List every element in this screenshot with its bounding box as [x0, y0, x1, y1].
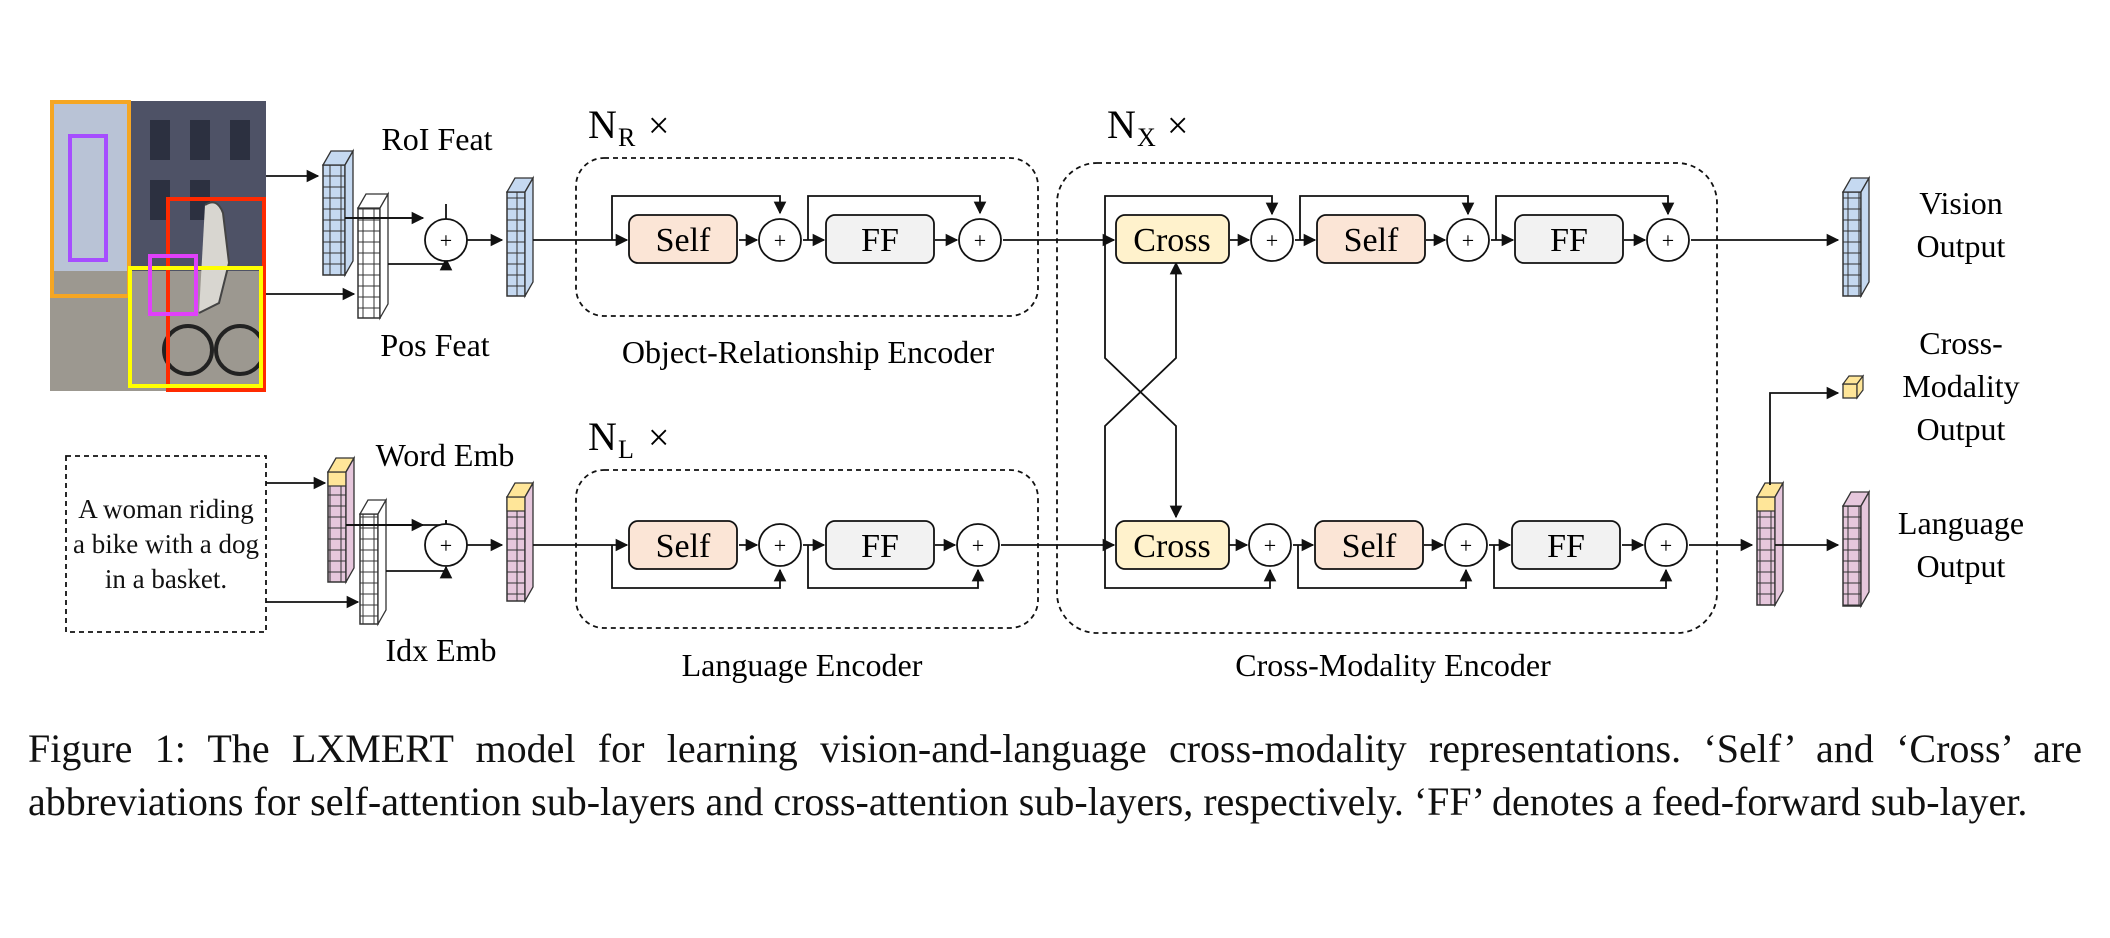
idx-emb-label: Idx Emb — [385, 632, 496, 668]
svg-text:+: + — [974, 228, 986, 253]
idx-emb-stack — [358, 497, 388, 627]
svg-text:Self: Self — [1342, 528, 1397, 565]
input-sentence: A woman riding a bike with a dog in a ba… — [73, 493, 259, 594]
svg-text:×: × — [648, 105, 669, 147]
xbot-cross-box: Cross — [1115, 520, 1230, 570]
input-image — [50, 100, 266, 392]
nx-repeat-label: N X × — [1107, 102, 1188, 152]
svg-text:FF: FF — [861, 222, 899, 259]
svg-text:N: N — [588, 414, 617, 459]
svg-text:N: N — [588, 102, 617, 147]
svg-text:X: X — [1137, 123, 1156, 152]
lxmert-diagram: + + Self + FF + Self + FF + Cross — [50, 100, 2024, 683]
svg-text:Self: Self — [656, 528, 711, 565]
object-encoder-label: Object-Relationship Encoder — [622, 334, 995, 370]
svg-text:+: + — [1660, 533, 1672, 558]
svg-text:Vision: Vision — [1919, 185, 2002, 221]
pos-feature-stack — [356, 191, 390, 321]
bbox-magenta — [148, 254, 198, 316]
input-sentence-box — [65, 455, 267, 633]
obj-self-box: Self — [628, 214, 738, 264]
cross-output-label: Cross- Modality Output — [1902, 325, 2019, 447]
lang-ff-box: FF — [825, 520, 935, 570]
svg-text:Output: Output — [1917, 411, 2006, 447]
word-emb-stack — [326, 455, 356, 585]
svg-text:Cross-: Cross- — [1919, 325, 2003, 361]
language-output-label: Language Output — [1898, 505, 2024, 584]
vision-output-label: Vision Output — [1917, 185, 2006, 264]
language-encoder-label: Language Encoder — [682, 647, 923, 683]
figure-caption: Figure 1: The LXMERT model for learning … — [28, 726, 2082, 824]
xbot-ff-box: FF — [1511, 520, 1621, 570]
svg-text:×: × — [648, 417, 669, 459]
nl-repeat-label: N L × — [588, 414, 669, 464]
lang-sum-2: + — [956, 523, 1000, 567]
vision-embedding-stack — [505, 175, 535, 299]
sum-node-language-embed: + — [424, 523, 468, 567]
svg-text:N: N — [1107, 102, 1136, 147]
object-encoder-frame — [575, 157, 1039, 317]
cross-encoder-label: Cross-Modality Encoder — [1235, 647, 1551, 683]
svg-text:Self: Self — [1344, 222, 1399, 259]
svg-text:Cross: Cross — [1133, 528, 1210, 565]
svg-text:Modality: Modality — [1902, 368, 2019, 404]
vision-output-stack — [1841, 175, 1871, 299]
xbot-self-box: Self — [1314, 520, 1424, 570]
nr-repeat-label: N R × — [588, 102, 669, 152]
obj-sum-1: + — [758, 218, 802, 262]
bbox-orange — [50, 100, 131, 298]
obj-ff-box: FF — [825, 214, 935, 264]
svg-text:R: R — [618, 123, 636, 152]
bbox-purple — [68, 134, 108, 262]
svg-text:+: + — [1264, 533, 1276, 558]
language-output-stack — [1841, 489, 1871, 609]
svg-text:Cross: Cross — [1133, 222, 1210, 259]
xbot-sum-1: + — [1248, 523, 1292, 567]
svg-text:+: + — [1266, 228, 1278, 253]
xtop-ff-box: FF — [1514, 214, 1624, 264]
roi-feature-stack — [321, 148, 355, 278]
cross-output-cube — [1841, 374, 1865, 400]
pre-output-language-stack — [1755, 480, 1785, 608]
lang-sum-1: + — [758, 523, 802, 567]
xbot-sum-3: + — [1644, 523, 1688, 567]
language-embedding-stack — [505, 480, 535, 604]
bbox-red — [166, 197, 266, 392]
xtop-cross-box: Cross — [1115, 214, 1230, 264]
svg-text:L: L — [618, 435, 634, 464]
svg-text:Output: Output — [1917, 548, 2006, 584]
svg-text:Output: Output — [1917, 228, 2006, 264]
svg-text:+: + — [774, 533, 786, 558]
svg-text:FF: FF — [1547, 528, 1585, 565]
xtop-sum-3: + — [1646, 218, 1690, 262]
svg-text:×: × — [1167, 105, 1188, 147]
svg-text:+: + — [972, 533, 984, 558]
svg-text:+: + — [1662, 228, 1674, 253]
svg-text:FF: FF — [1550, 222, 1588, 259]
sum-node-vision-embed: + — [424, 218, 468, 262]
pos-feat-label: Pos Feat — [380, 327, 489, 363]
svg-text:FF: FF — [861, 528, 899, 565]
roi-feat-label: RoI Feat — [381, 121, 492, 157]
svg-text:+: + — [1460, 533, 1472, 558]
word-emb-label: Word Emb — [376, 437, 515, 473]
cross-encoder-frame — [1056, 162, 1718, 634]
obj-sum-2: + — [958, 218, 1002, 262]
lang-self-box: Self — [628, 520, 738, 570]
svg-text:+: + — [440, 228, 452, 253]
xbot-sum-2: + — [1444, 523, 1488, 567]
svg-text:Language: Language — [1898, 505, 2024, 541]
language-encoder-frame — [575, 469, 1039, 629]
xtop-sum-2: + — [1446, 218, 1490, 262]
xtop-sum-1: + — [1250, 218, 1294, 262]
svg-text:Self: Self — [656, 222, 711, 259]
svg-text:+: + — [440, 533, 452, 558]
svg-text:+: + — [1462, 228, 1474, 253]
svg-text:+: + — [774, 228, 786, 253]
xtop-self-box: Self — [1316, 214, 1426, 264]
